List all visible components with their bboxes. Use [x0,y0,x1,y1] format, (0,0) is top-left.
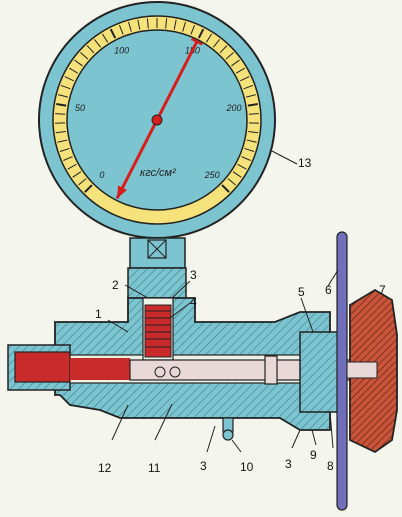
gauge-tick [182,21,186,32]
gauge-tick [240,76,250,82]
handwheel-rim [336,231,348,511]
callout-2: 2 [112,278,119,292]
gauge-tick [146,18,149,29]
callout-10: 10 [240,460,254,474]
pointer-hub [151,114,163,126]
pin [169,366,181,378]
gauge-tick [197,28,205,39]
callout-8: 8 [327,459,334,473]
gauge-scale-label: 250 [204,170,220,180]
gauge-tick [60,84,71,90]
callout-11: 11 [148,461,161,475]
end-cap [299,331,341,413]
knob [346,288,398,454]
gauge-tick [137,19,141,30]
gauge-neck [127,237,187,299]
gauge-scale-label: 50 [75,103,85,113]
gauge-tick [165,18,168,29]
tester-body [7,297,356,441]
callout-5: 5 [298,285,305,299]
pointer-arrowhead [117,185,127,199]
gauge-tick [86,45,95,54]
callouts: 1 2 3 4 5 6 7 3 9 8 12 11 3 10 13 [95,149,386,475]
knob-stem [346,361,378,379]
gauge-scale-label: 0 [99,170,104,180]
callout-3-right: 3 [285,457,292,471]
gauge-tick [55,113,66,115]
gauge-tick [219,45,228,54]
gauge-tick [55,131,66,134]
gauge-tick [232,171,242,178]
inlet-channel [14,351,71,383]
gauge-tick [80,52,89,60]
gauge-tick [244,147,255,152]
gauge-tick [205,33,213,43]
pressure-gauge: 050100150200250 кгс/см² [38,1,276,239]
callout-6: 6 [325,283,332,297]
gauge-tick [59,147,70,152]
spring [144,304,172,348]
gauge-tick [237,163,247,170]
handwheel [336,231,348,511]
gauge-tick [173,19,177,30]
gauge-tick [74,59,83,67]
gauge-unit-label: кгс/см² [140,167,176,179]
gauge-tick [58,94,69,98]
gauge-tick [109,28,117,39]
gauge-tick [243,84,254,90]
gauge-tick [128,21,132,32]
gauge-tick [78,178,87,186]
gauge-tick [221,184,230,193]
gauge-tick [235,67,246,74]
gauge-tick [245,94,256,98]
gauge-tick [57,139,68,143]
gauge-tick [67,163,77,170]
gauge-tick [190,24,196,35]
gauge-tick [118,24,124,35]
gauge-tick [248,113,259,115]
gauge-tick [241,156,251,161]
gauge-tick [225,52,234,60]
gauge-tick-marks [55,18,259,193]
gauge-tick [63,156,73,161]
gauge-tick [248,131,259,134]
callout-12: 12 [98,461,112,475]
callout-3-top: 3 [190,268,197,282]
pin [154,366,166,378]
callout-4: 4 [190,295,197,309]
gauge-tick [64,76,74,82]
callout-3-bottom: 3 [200,459,207,473]
gauge-tick [68,67,79,74]
gauge-tick [231,59,240,67]
gauge-tick [227,178,236,186]
callout-13: 13 [298,156,312,170]
gauge-tick [84,184,93,193]
gauge-tick [247,103,258,107]
callout-9: 9 [310,448,317,462]
gauge-scale-label: 200 [226,103,242,113]
gauge-tick [212,39,220,48]
gauge-tick [56,103,67,107]
fluid-channel [70,358,130,380]
callout-7: 7 [379,283,386,297]
gauge-tick [246,139,257,143]
valve [144,346,172,358]
gauge-tick [101,33,109,43]
callout-1: 1 [95,307,102,321]
gauge-tick [94,39,102,48]
gauge-tick [72,171,82,178]
plunger-collar [264,355,278,385]
nut [127,267,187,299]
gauge-scale-label: 100 [114,46,129,56]
pointer-tip [191,37,203,46]
